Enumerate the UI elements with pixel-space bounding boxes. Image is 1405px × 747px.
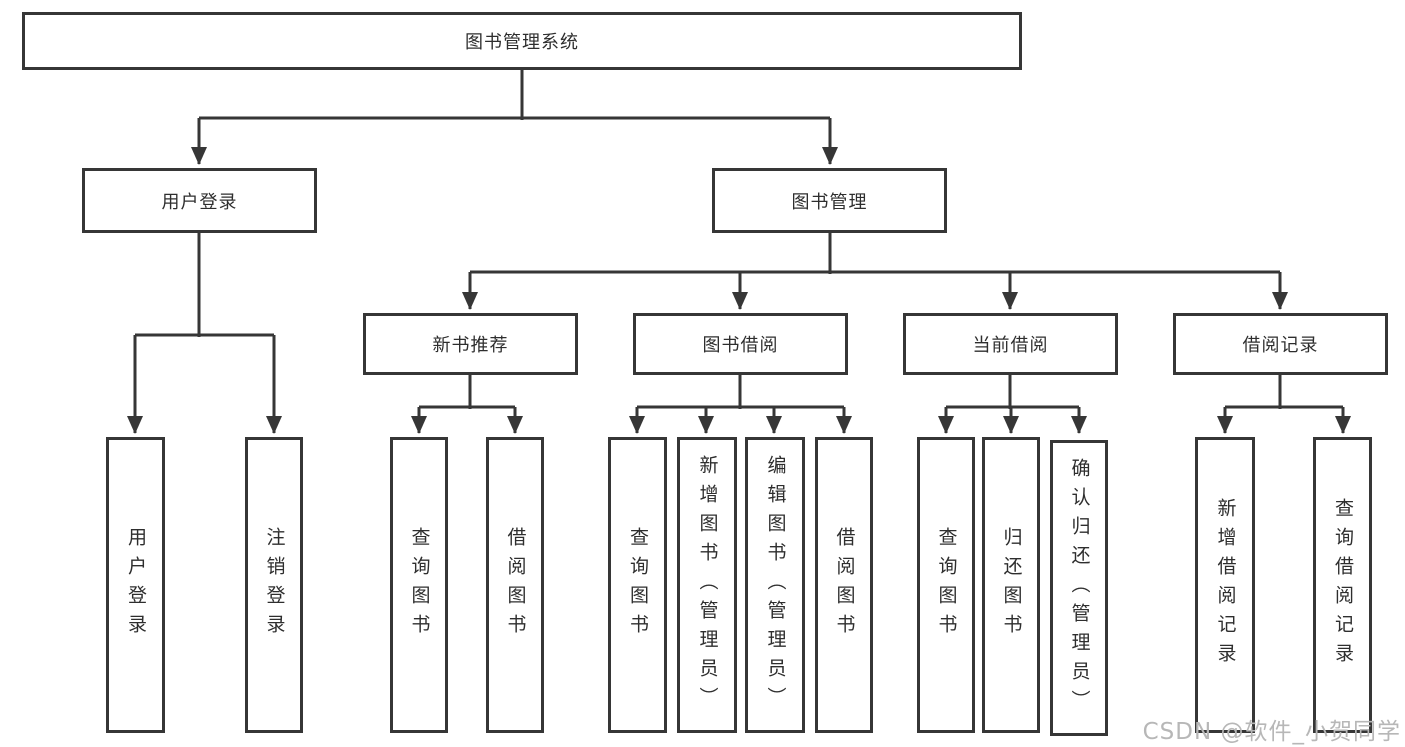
leaf-query-borrow-record-label: 查询借阅记录 [1332,498,1354,672]
leaf-borrow-book-1: 借阅图书 [486,437,544,733]
leaf-logout: 注销登录 [245,437,303,733]
node-borrow-record-label: 借阅记录 [1242,335,1319,356]
node-book-management-label: 图书管理 [791,191,868,213]
leaf-return-book: 归还图书 [982,437,1040,733]
node-root-label: 图书管理系统 [465,32,579,53]
node-current-borrow-label: 当前借阅 [972,335,1049,356]
leaf-add-book-admin: 新增图书（管理员） [677,437,737,733]
node-new-book-recommend: 新书推荐 [363,313,578,375]
leaf-edit-book-admin-label: 编辑图书（管理员） [764,454,787,716]
leaf-borrow-book-2: 借阅图书 [815,437,873,733]
leaf-query-book-1: 查询图书 [390,437,448,733]
leaf-return-book-label: 归还图书 [1000,527,1023,643]
leaf-add-borrow-record-label: 新增借阅记录 [1214,498,1237,672]
leaf-query-book-2-label: 查询图书 [627,527,649,643]
leaf-query-book-3-label: 查询图书 [935,527,958,643]
leaf-user-login: 用户登录 [106,437,165,733]
leaf-confirm-return-admin-label: 确认归还（管理员） [1068,457,1091,719]
leaf-query-book-3: 查询图书 [917,437,975,733]
node-borrow-record: 借阅记录 [1173,313,1388,375]
node-root: 图书管理系统 [22,12,1022,70]
leaf-query-book-1-label: 查询图书 [408,527,431,643]
leaf-add-borrow-record: 新增借阅记录 [1195,437,1255,733]
leaf-logout-label: 注销登录 [263,527,286,643]
leaf-user-login-label: 用户登录 [125,527,147,643]
leaf-borrow-book-1-label: 借阅图书 [504,527,527,643]
leaf-borrow-book-2-label: 借阅图书 [833,527,856,643]
node-user-login-label: 用户登录 [161,191,238,213]
leaf-add-book-admin-label: 新增图书（管理员） [696,454,719,716]
csdn-watermark: CSDN @软件_小贺同学 [1142,719,1401,745]
node-user-login: 用户登录 [82,168,317,233]
leaf-query-borrow-record: 查询借阅记录 [1313,437,1372,733]
node-new-book-recommend-label: 新书推荐 [432,335,509,356]
node-book-borrow-label: 图书借阅 [702,335,779,356]
leaf-confirm-return-admin: 确认归还（管理员） [1050,440,1108,736]
leaf-edit-book-admin: 编辑图书（管理员） [745,437,805,733]
leaf-query-book-2: 查询图书 [608,437,667,733]
node-book-borrow: 图书借阅 [633,313,848,375]
node-book-management: 图书管理 [712,168,947,233]
node-current-borrow: 当前借阅 [903,313,1118,375]
